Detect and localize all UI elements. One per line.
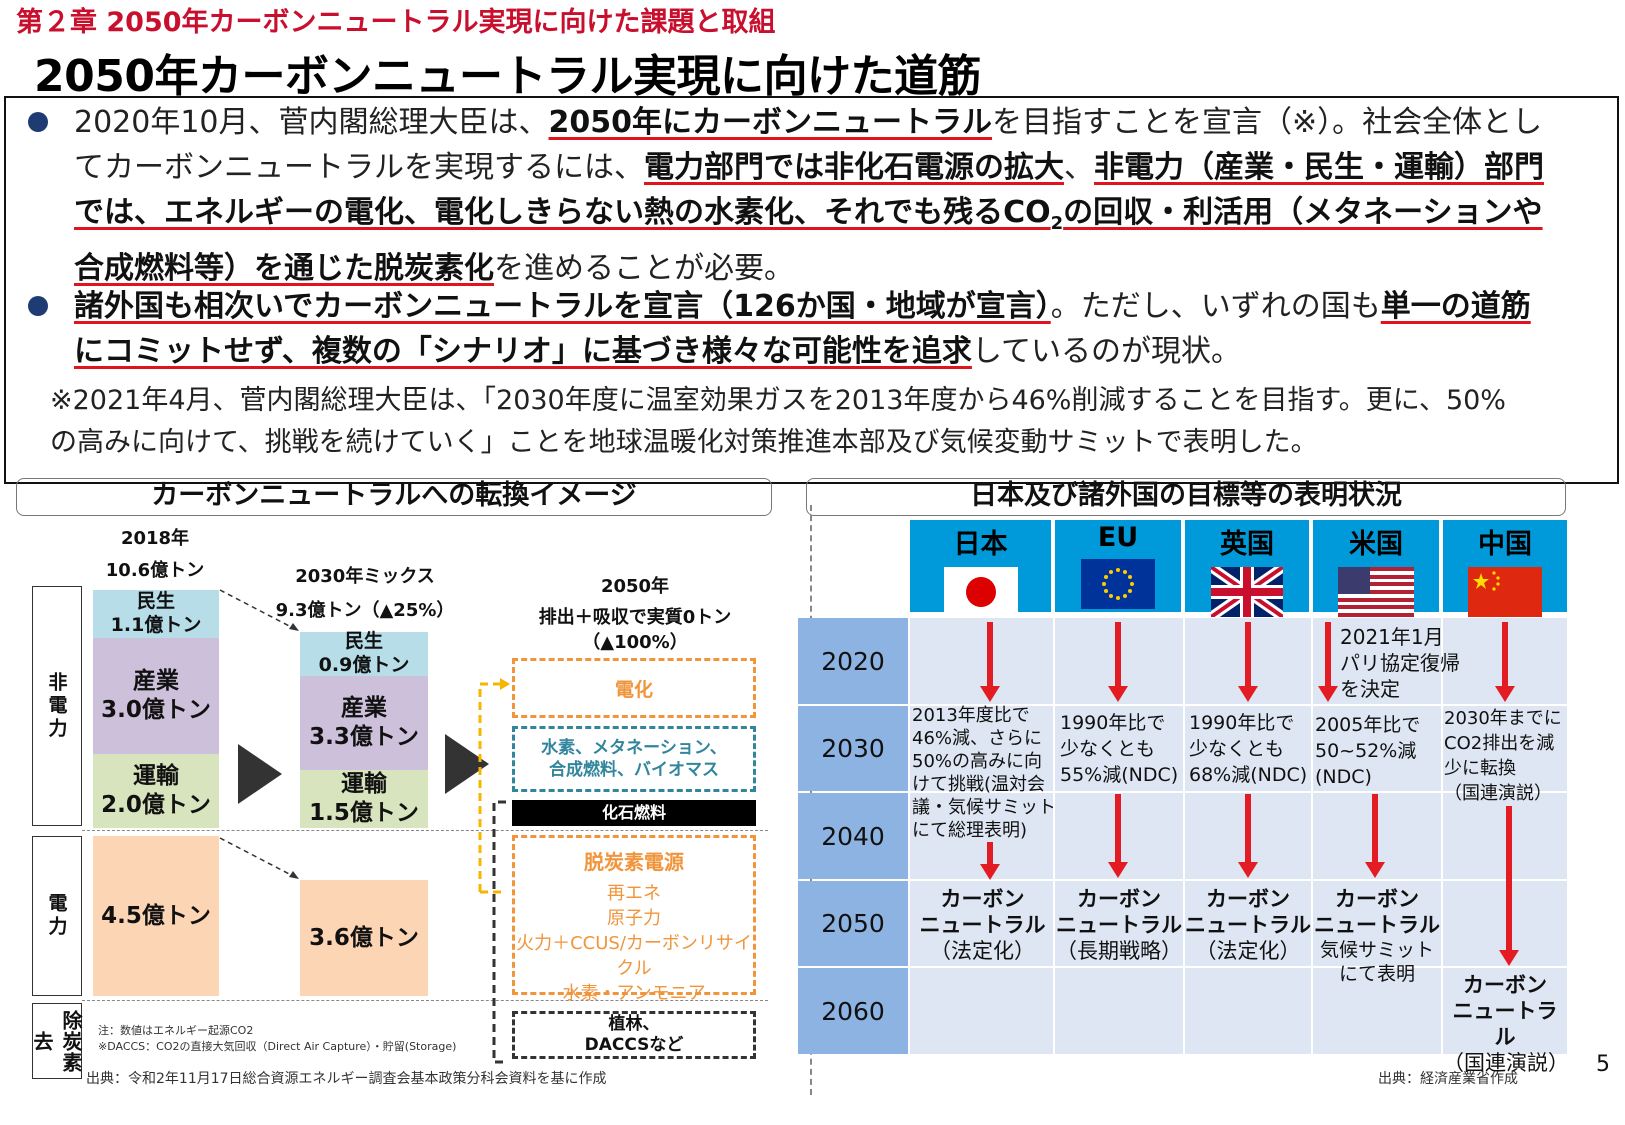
right-source: 出典：経済産業省作成 [1378, 1071, 1518, 1087]
red-arrow-icon [1365, 794, 1385, 878]
uk-2030-target: 1990年比で 少なくとも 68%減(NDC) [1189, 712, 1308, 786]
category-removal: 除炭素去 [30, 1003, 83, 1079]
bullet-dot [28, 112, 48, 132]
country-china: 中国 [1443, 520, 1567, 617]
page-number: 5 [1596, 1052, 1610, 1077]
bar-2030-transport: 運輸 1.5億トン [300, 770, 428, 828]
eu-2030-target: 1990年比で 少なくとも 55%減(NDC) [1060, 712, 1179, 786]
grid-line [910, 966, 1567, 968]
red-arrow-icon [1238, 622, 1258, 702]
grid-line [910, 704, 1567, 706]
country-uk: 英国 [1185, 520, 1309, 617]
uk-goal: カーボン ニュートラル（法定化） [1185, 887, 1311, 963]
category-non-power: 非電力 [32, 586, 82, 826]
year-2040: 2040 [798, 793, 908, 879]
country-japan: 日本 [910, 520, 1051, 617]
red-arrow-icon [1238, 794, 1258, 878]
us-flag-icon [1338, 567, 1414, 617]
red-arrow-icon [1318, 622, 1338, 702]
china-goal: カーボン ニュートラル（国連演説） [1443, 973, 1569, 1075]
china-flag-icon [1468, 567, 1542, 617]
power-items: 再エネ 原子力 火力＋CCUS/カーボンリサイクル 水素・アンモニア [516, 883, 752, 1004]
bar-2018-residential: 民生 1.1億トン [93, 590, 219, 638]
summary-paragraph-2: 諸外国も相次いでカーボンニュートラルを宣言（126か国・地域が宣言）。ただし、い… [74, 289, 1531, 369]
dashed-connector [219, 589, 299, 631]
grid-line [1311, 618, 1313, 1054]
red-arrow-icon [980, 622, 1000, 702]
flow-connectors [478, 678, 510, 1064]
page-title: 2050年カーボンニュートラル実現に向けた道筋 [34, 51, 981, 102]
label-2030-total: 9.3億トン（▲25%） [275, 600, 455, 621]
summary-box: 2020年10月、菅内閣総理大臣は、2050年にカーボンニュートラルを目指すこと… [4, 96, 1619, 484]
bar-2030-power: 3.6億トン [300, 880, 428, 996]
label-2050-year: 2050年 [600, 576, 670, 597]
bar-2030-residential: 民生 0.9億トン [300, 630, 428, 676]
box-carbon-removal: 植林、 DACCSなど [512, 1011, 756, 1059]
bar-2018-power: 4.5億トン [93, 836, 219, 996]
box-fossil-fuel: 化石燃料 [512, 800, 756, 826]
arrow-right-icon [445, 734, 489, 794]
eu-flag-icon [1081, 559, 1155, 609]
year-2050: 2050 [798, 881, 908, 966]
divider-line [82, 830, 768, 831]
label-2050-total: 排出＋吸収で実質0トン [538, 607, 732, 628]
label-2050-pct: （▲100%） [582, 632, 688, 653]
left-note-1: 注：数値はエネルギー起源CO2 [98, 1024, 254, 1037]
year-2020: 2020 [798, 618, 908, 704]
summary-note: ※2021年4月、菅内閣総理大臣は、「2030年度に温室効果ガスを2013年度か… [50, 385, 1506, 458]
grid-line [1053, 618, 1055, 1054]
country-eu: EU [1055, 520, 1181, 612]
left-source: 出典：令和2年11月17日総合資源エネルギー調査会基本政策分科会資料を基に作成 [86, 1071, 607, 1087]
grid-line [1441, 618, 1443, 1054]
bar-2018-industry: 産業 3.0億トン [93, 638, 219, 754]
eu-goal: カーボン ニュートラル（長期戦略） [1056, 887, 1182, 963]
red-arrow-icon [1499, 806, 1519, 966]
box-hydrogen: 水素、メタネーション、 合成燃料、バイオマス [512, 726, 756, 792]
chapter-heading: 第２章 2050年カーボンニュートラル実現に向けた課題と取組 [16, 7, 776, 38]
japan-2030-target: 2013年度比で 46%減、さらに 50%の高みに向 けて挑戦(温対会 議・気候… [912, 705, 1056, 841]
year-2030: 2030 [798, 706, 908, 791]
bullet-dot [28, 296, 48, 316]
summary-paragraph-1: 2020年10月、菅内閣総理大臣は、2050年にカーボンニュートラルを目指すこと… [74, 105, 1544, 286]
left-section-header: カーボンニュートラルへの転換イメージ [16, 478, 772, 516]
grid-line [1183, 618, 1185, 1054]
category-power: 電力 [32, 836, 82, 996]
left-note-2: ※DACCS：CO2の直接大気回収（Direct Air Capture）・貯留… [98, 1040, 457, 1053]
red-arrow-icon [1108, 794, 1128, 878]
us-goal: カーボン ニュートラル気候サミット にて表明 [1314, 887, 1440, 985]
label-2030-year: 2030年ミックス [295, 566, 435, 587]
divider-line [82, 1000, 768, 1001]
label-2018-year: 2018年 [120, 528, 190, 549]
japan-flag-icon [943, 567, 1018, 617]
us-2020-text: 2021年1月 パリ協定復帰 を決定 [1340, 625, 1460, 701]
box-electrification: 電化 [512, 658, 756, 718]
japan-goal: カーボン ニュートラル（法定化） [919, 887, 1046, 963]
right-section-header: 日本及び諸外国の目標等の表明状況 [806, 478, 1566, 516]
label-2018-total: 10.6億トン [105, 560, 205, 581]
red-arrow-icon [1108, 622, 1128, 702]
arrow-right-icon [238, 744, 282, 804]
red-arrow-icon [1495, 622, 1515, 702]
grid-line [910, 791, 1567, 793]
year-2060: 2060 [798, 968, 908, 1054]
dashed-connector [219, 837, 299, 879]
bar-2018-transport: 運輸 2.0億トン [93, 754, 219, 828]
grid-line [910, 879, 1567, 881]
power-title: 脱炭素電源 [584, 850, 684, 874]
country-us: 米国 [1313, 520, 1439, 617]
red-arrow-icon [980, 842, 1000, 880]
china-2030-target: 2030年までに CO2排出を減 少に転換 （国連演説） [1444, 708, 1562, 804]
box-decarbonized-power: 脱炭素電源 再エネ 原子力 火力＋CCUS/カーボンリサイクル 水素・アンモニア [512, 835, 756, 1004]
us-2030-target: 2005年比で 50~52%減 (NDC) [1315, 714, 1421, 788]
bar-2030-industry: 産業 3.3億トン [300, 676, 428, 770]
uk-flag-icon [1211, 567, 1283, 617]
